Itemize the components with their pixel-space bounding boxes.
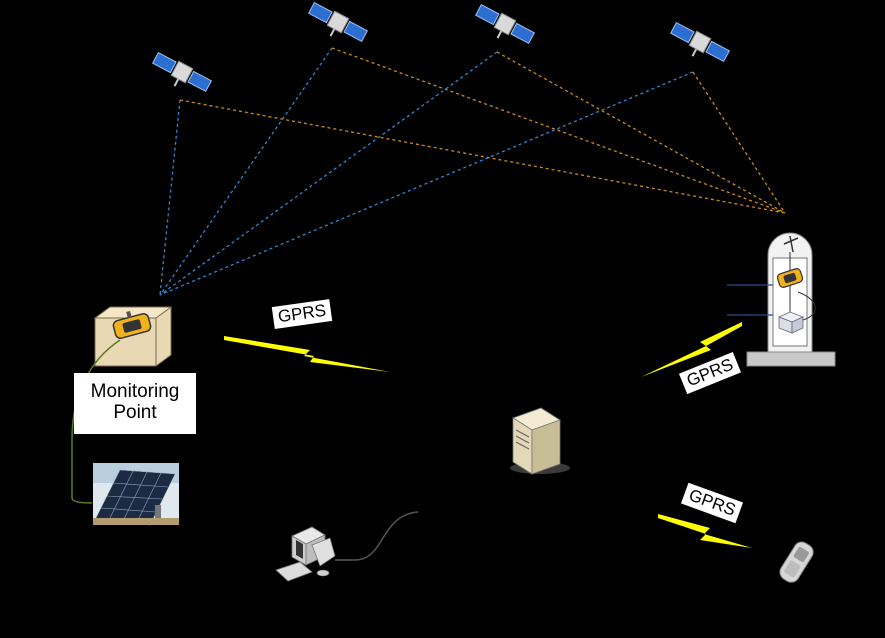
solar-panel-icon xyxy=(93,463,179,526)
monitoring-point-label-line1: Monitoring xyxy=(90,381,180,402)
mobile-phone-icon xyxy=(779,541,814,583)
computer-cable xyxy=(335,511,419,561)
satellite-icon xyxy=(670,21,730,63)
desktop-computer-icon xyxy=(275,526,336,582)
lightning-icon xyxy=(641,322,742,377)
monitoring-point-label-line2: Point xyxy=(113,402,157,423)
gnss-signal-lines-blue xyxy=(159,47,694,296)
lightning-icon xyxy=(658,514,752,548)
lightning-icon xyxy=(224,336,390,372)
gnss-receiver-icon xyxy=(112,310,152,339)
monitoring-point-label: Monitoring Point xyxy=(74,373,196,434)
monitoring-point-enclosure xyxy=(93,306,173,367)
reference-station xyxy=(727,232,836,367)
satellite-icon xyxy=(308,1,368,43)
satellite-icon xyxy=(475,3,535,45)
monitoring-cable xyxy=(71,339,121,504)
gnss-signal-lines-orange xyxy=(179,47,786,214)
modem-box-icon xyxy=(777,311,805,334)
gnss-receiver-icon xyxy=(776,268,804,288)
satellite-icon xyxy=(152,51,212,93)
server-icon xyxy=(510,407,570,475)
